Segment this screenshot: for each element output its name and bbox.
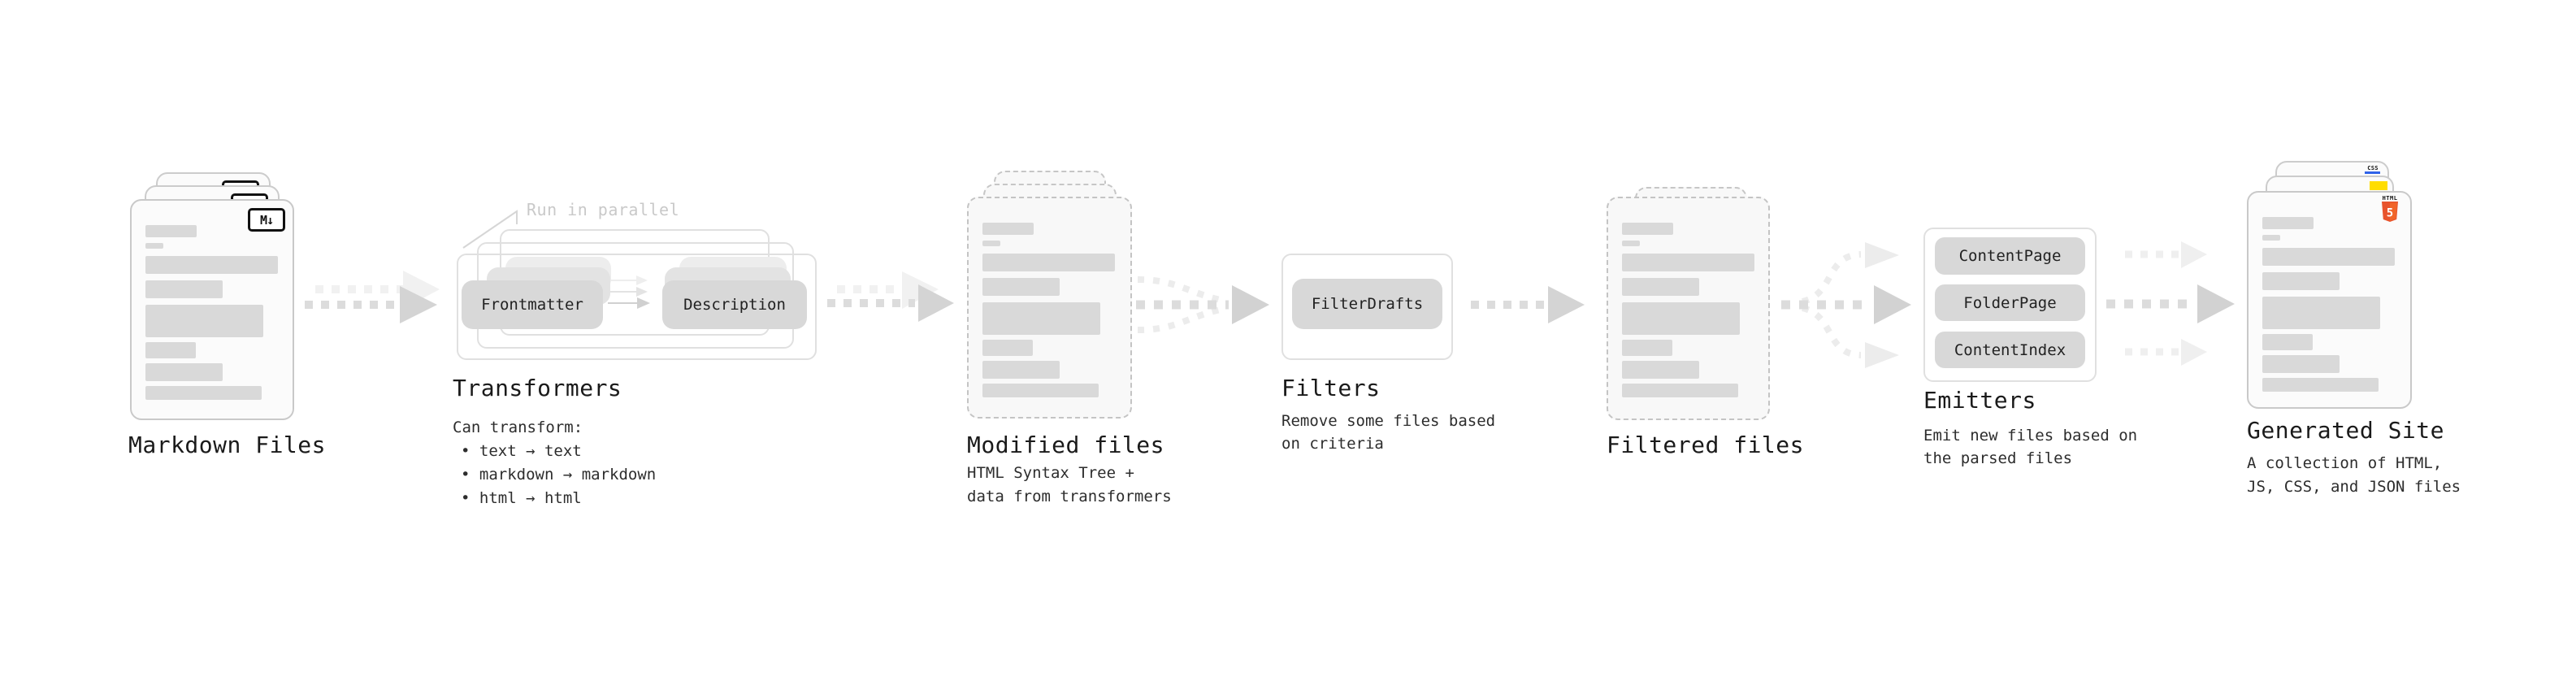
placeholder-bar bbox=[145, 225, 197, 237]
placeholder-bar bbox=[2262, 297, 2380, 329]
flow-arrow-filters-to-filtered bbox=[1471, 286, 1585, 323]
stage-title-modified-files: Modified files bbox=[967, 432, 1165, 458]
modified-files-desc-line: HTML Syntax Tree + bbox=[967, 464, 1134, 482]
placeholder-bar bbox=[1622, 278, 1699, 296]
css-icon-label: CSS bbox=[2367, 165, 2379, 171]
stage-title-generated-site: Generated Site bbox=[2247, 417, 2445, 444]
placeholder-bar bbox=[145, 386, 262, 400]
run-in-parallel-annotation: Run in parallel bbox=[527, 200, 680, 219]
stage-title-markdown-files: Markdown Files bbox=[128, 432, 327, 458]
placeholder-bar bbox=[982, 361, 1060, 379]
html5-icon-number: 5 bbox=[2387, 207, 2393, 220]
html5-icon: HTML 5 bbox=[2380, 195, 2400, 226]
placeholder-bar bbox=[2262, 355, 2340, 373]
stage-title-filtered-files: Filtered files bbox=[1607, 432, 1805, 458]
filters-desc-line: Remove some files based bbox=[1281, 412, 1496, 430]
placeholder-bar bbox=[2262, 334, 2313, 350]
placeholder-bar bbox=[145, 280, 223, 298]
contentindex-emitter-chip: ContentIndex bbox=[1935, 332, 2085, 368]
placeholder-bar bbox=[145, 305, 263, 337]
html5-shield: 5 bbox=[2382, 202, 2398, 222]
modified-files-desc-line: data from transformers bbox=[967, 488, 1172, 505]
html5-icon-label: HTML bbox=[2382, 195, 2398, 202]
placeholder-bar bbox=[145, 363, 223, 381]
stage-title-transformers: Transformers bbox=[453, 375, 622, 401]
filterdrafts-chip: FilterDrafts bbox=[1292, 279, 1442, 329]
placeholder-bar bbox=[2262, 378, 2379, 392]
emitters-desc-line: Emit new files based on bbox=[1923, 427, 2138, 445]
flow-arrow-markdown-to-transformers bbox=[305, 271, 440, 323]
markdown-icon: M↓ bbox=[248, 208, 285, 232]
contentpage-emitter-chip: ContentPage bbox=[1935, 237, 2085, 275]
flow-arrow-filtered-to-emitters-split bbox=[1781, 242, 1911, 368]
transformers-bullet: • text → text bbox=[461, 442, 582, 460]
placeholder-bar bbox=[1622, 302, 1740, 335]
placeholder-bar bbox=[982, 254, 1115, 271]
flow-arrow-transformers-to-modified bbox=[827, 271, 954, 322]
stage-title-filters: Filters bbox=[1281, 375, 1381, 401]
generated-html-file-card: HTML 5 bbox=[2247, 191, 2412, 409]
placeholder-bar bbox=[2262, 217, 2314, 229]
stage-title-emitters: Emitters bbox=[1923, 387, 2036, 414]
generated-site-desc-line: A collection of HTML, bbox=[2247, 454, 2443, 472]
transformers-bullet: • html → html bbox=[461, 489, 582, 507]
flow-arrow-emitters-to-generated bbox=[2106, 241, 2235, 366]
placeholder-bar bbox=[1622, 223, 1673, 235]
generated-site-desc-line: JS, CSS, and JSON files bbox=[2247, 478, 2461, 496]
placeholder-bar bbox=[1622, 361, 1699, 379]
placeholder-bar bbox=[982, 278, 1060, 296]
folderpage-emitter-chip: FolderPage bbox=[1935, 284, 2085, 321]
placeholder-bar bbox=[982, 223, 1034, 235]
placeholder-bar bbox=[982, 384, 1099, 397]
placeholder-bar bbox=[1622, 340, 1672, 356]
generated-site-description: A collection of HTML, JS, CSS, and JSON … bbox=[2247, 452, 2461, 499]
placeholder-bar bbox=[145, 256, 278, 274]
transformer-frame-front bbox=[457, 254, 817, 360]
markdown-file-card: M↓ bbox=[130, 199, 294, 420]
placeholder-bar bbox=[1622, 241, 1640, 246]
modified-files-description: HTML Syntax Tree + data from transformer… bbox=[967, 462, 1172, 509]
modified-file-card bbox=[967, 197, 1132, 419]
filtered-file-card bbox=[1607, 197, 1770, 420]
placeholder-bar bbox=[982, 340, 1033, 356]
js-file-icon bbox=[2370, 181, 2387, 190]
emitters-description: Emit new files based on the parsed files bbox=[1923, 424, 2137, 470]
filters-description: Remove some files based on criteria bbox=[1281, 410, 1495, 455]
flow-arrow-modified-to-filters-merge bbox=[1136, 276, 1269, 333]
placeholder-bar bbox=[2262, 235, 2280, 241]
placeholder-bar bbox=[145, 342, 196, 358]
filters-desc-line: on criteria bbox=[1281, 435, 1384, 453]
css-icon-underline bbox=[2365, 171, 2380, 174]
description-transformer-chip: Description bbox=[662, 280, 807, 329]
placeholder-bar bbox=[1622, 384, 1738, 397]
placeholder-bar bbox=[2262, 248, 2395, 266]
placeholder-bar bbox=[982, 241, 1000, 246]
transformers-desc-heading: Can transform: bbox=[453, 419, 583, 436]
frontmatter-transformer-chip: Frontmatter bbox=[462, 280, 603, 329]
css-file-icon: CSS bbox=[2365, 166, 2381, 174]
placeholder-bar bbox=[982, 302, 1100, 335]
placeholder-bar bbox=[2262, 272, 2340, 290]
transformers-bullet: • markdown → markdown bbox=[461, 466, 657, 484]
placeholder-bar bbox=[1622, 254, 1754, 271]
emitters-desc-line: the parsed files bbox=[1923, 449, 2073, 467]
placeholder-bar bbox=[145, 243, 163, 249]
transformers-description: Can transform: • text → text • markdown … bbox=[453, 416, 656, 510]
